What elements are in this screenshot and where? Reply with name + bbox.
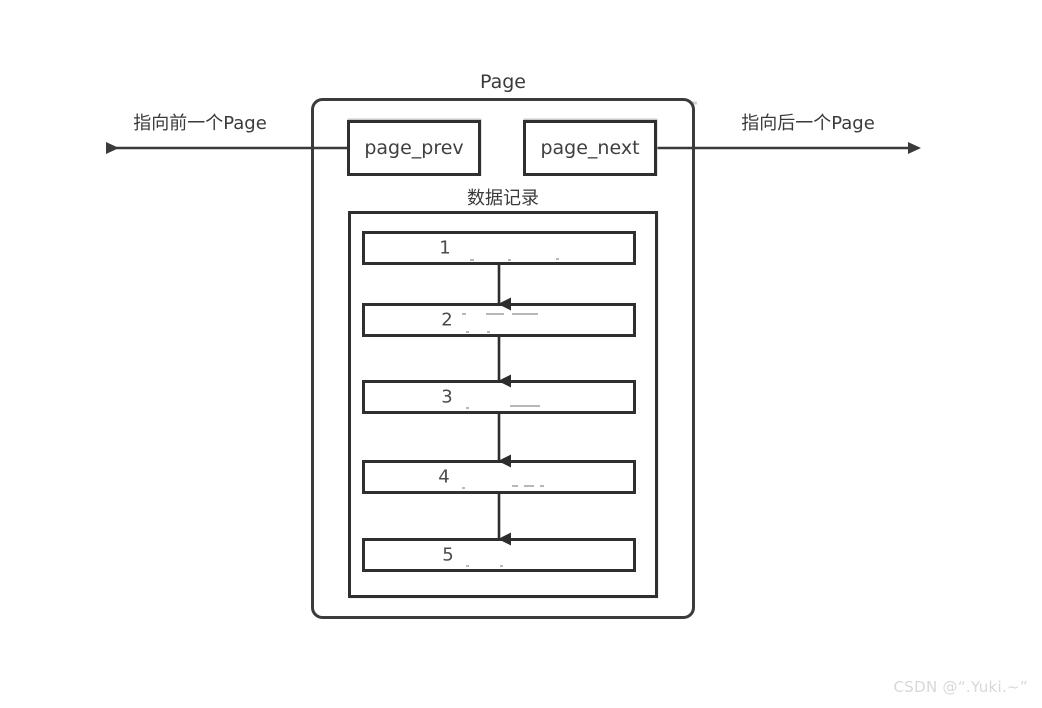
artifact-speck (510, 405, 540, 407)
record-row-box-5 (362, 538, 636, 572)
record-row-label-4: 4 (438, 466, 450, 488)
artifact-speck (462, 313, 466, 315)
page-prev-label: page_prev (364, 137, 464, 159)
page-next-box (523, 120, 657, 176)
artifact-speck (466, 565, 469, 567)
record-row-label-1: 1 (439, 237, 451, 259)
artifact-speck (540, 485, 544, 487)
record-row-box-2 (362, 303, 636, 337)
record-row-box-3 (362, 380, 636, 414)
artifact-speck (486, 313, 504, 315)
page-prev-box (347, 120, 481, 176)
artifact-speck (470, 259, 474, 261)
record-rows-graphics (362, 231, 636, 572)
record-row-label-2: 2 (441, 309, 453, 331)
prev-pointer-label: 指向前一个Page (133, 113, 267, 134)
page-title: Page (480, 71, 526, 93)
artifact-speck (512, 313, 538, 315)
artifact-speck (524, 485, 534, 487)
artifact-speck (462, 487, 465, 489)
artifact-speck (466, 407, 469, 409)
record-row-label-3: 3 (441, 386, 453, 408)
artifact-speck (508, 259, 511, 261)
records-section-label: 数据记录 (467, 188, 539, 209)
artifact-speck (556, 258, 559, 260)
artifact-speck (512, 485, 518, 487)
watermark-text: CSDN @“.Yuki.~” (893, 678, 1028, 696)
next-pointer-label: 指向后一个Page (741, 113, 875, 134)
record-row-box-4 (362, 460, 636, 494)
artifact-speck (500, 565, 503, 567)
record-row-box-1 (362, 231, 636, 265)
artifact-speck (487, 331, 490, 333)
record-row-label-5: 5 (442, 544, 454, 566)
page-next-label: page_next (540, 137, 640, 159)
artifact-speck (466, 331, 469, 333)
